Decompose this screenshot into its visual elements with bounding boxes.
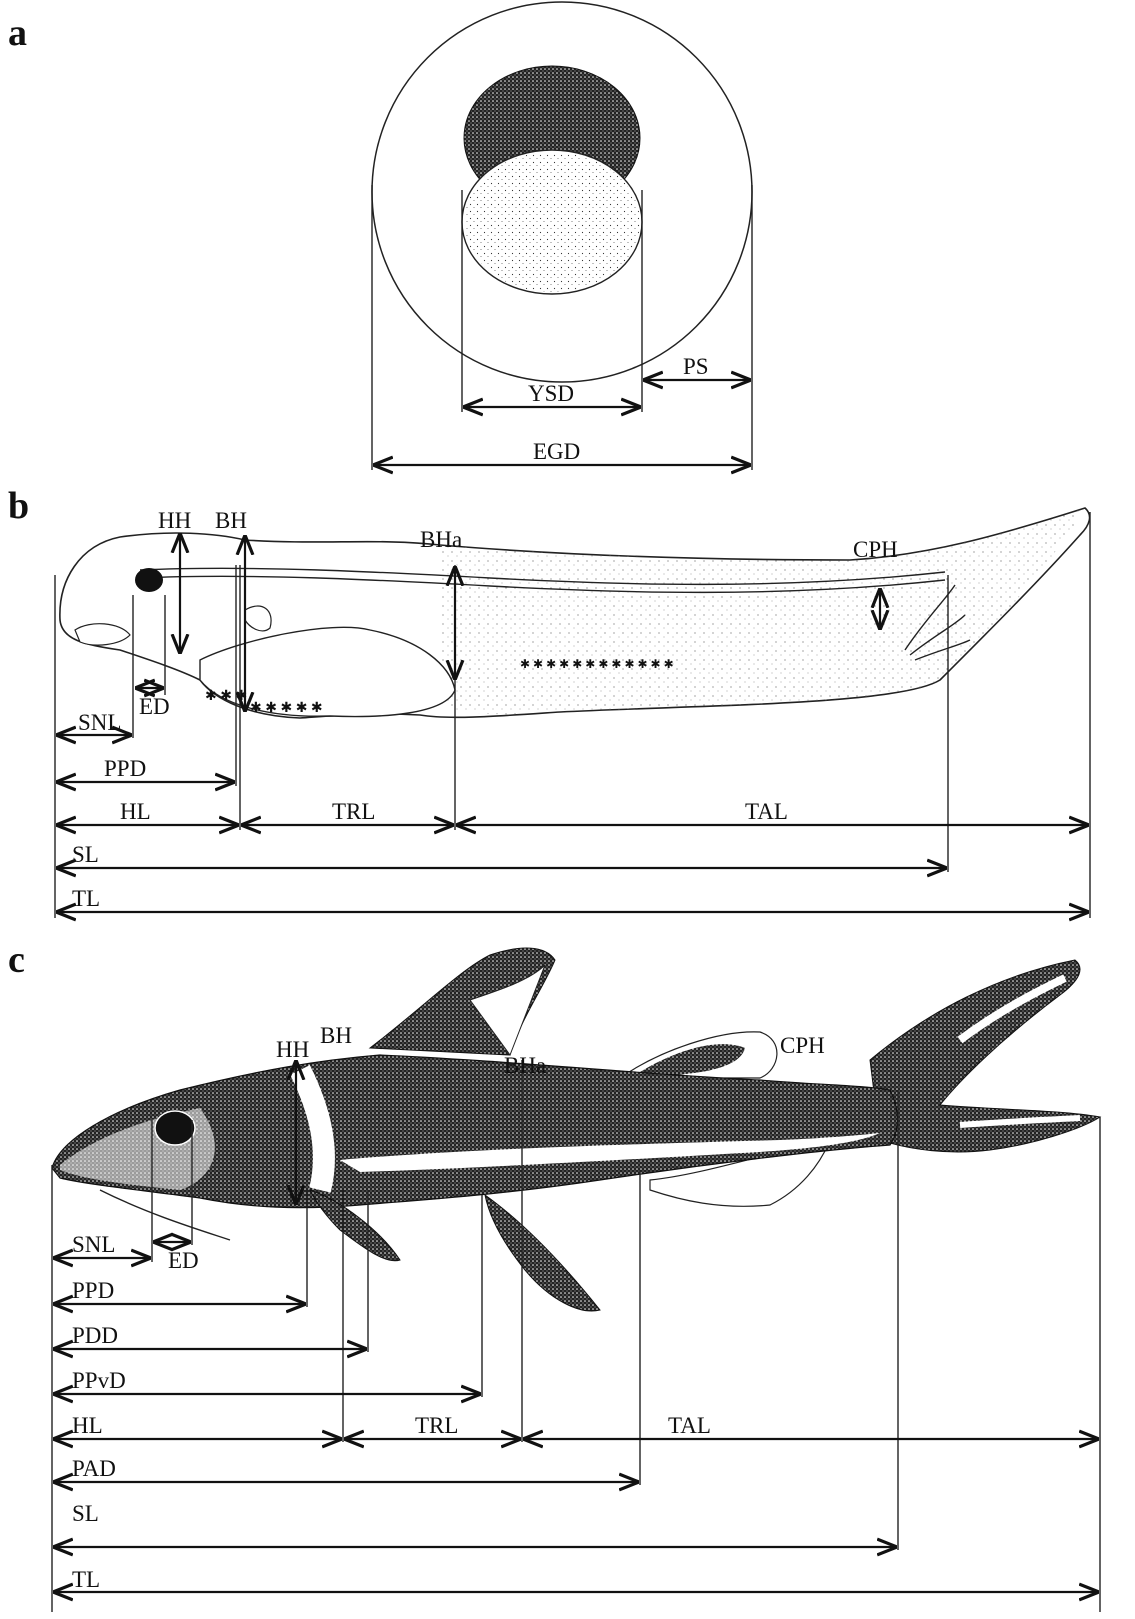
label-bh: BH: [215, 508, 247, 533]
label-ed: ED: [139, 694, 170, 719]
label-tal: TAL: [745, 799, 788, 824]
label-snl: SNL: [78, 710, 121, 735]
svg-text:✱ ✱ ✱ ✱ ✱: ✱ ✱ ✱ ✱ ✱: [250, 701, 323, 716]
label-hh: HH: [158, 508, 191, 533]
label-tal: TAL: [668, 1413, 711, 1438]
panel-a: a PS YSD EGD: [8, 2, 752, 470]
panel-letter-c: c: [8, 939, 25, 981]
label-ysd: YSD: [528, 381, 574, 406]
panel-letter-b: b: [8, 485, 29, 527]
label-hh: HH: [276, 1037, 309, 1062]
juvenile-illustration: [52, 948, 1100, 1311]
label-tl: TL: [72, 1567, 100, 1592]
label-cph: CPH: [780, 1033, 825, 1058]
label-bh: BH: [320, 1023, 352, 1048]
egg-illustration: [372, 2, 752, 382]
melanophore-cluster: ✱ ✱ ✱: [205, 689, 247, 704]
label-ppvd: PPvD: [72, 1368, 126, 1393]
label-bha: BHa: [420, 527, 462, 552]
label-hl: HL: [120, 799, 151, 824]
svg-text:✱ ✱ ✱ ✱ ✱ ✱ ✱ ✱ ✱ ✱ ✱ ✱: ✱ ✱ ✱ ✱ ✱ ✱ ✱ ✱ ✱ ✱ ✱ ✱: [520, 657, 674, 671]
label-egd: EGD: [533, 439, 580, 464]
pelvic-fin: [485, 1195, 600, 1311]
panel-letter-a: a: [8, 12, 27, 54]
label-sl: SL: [72, 842, 99, 867]
label-bha: BHa: [504, 1053, 546, 1078]
larva-illustration: ✱ ✱ ✱ ✱ ✱ ✱ ✱ ✱ ✱ ✱ ✱ ✱ ✱ ✱ ✱ ✱ ✱ ✱ ✱ ✱: [60, 508, 1090, 718]
label-ppd: PPD: [104, 756, 146, 781]
panel-c: c: [8, 939, 1100, 1612]
yolk-stipple: [464, 152, 640, 292]
larva-eye: [135, 568, 163, 592]
label-ps: PS: [683, 354, 709, 379]
juvenile-eye: [155, 1111, 195, 1145]
label-sl: SL: [72, 1501, 99, 1526]
label-pad: PAD: [72, 1456, 116, 1481]
panel-b: b ✱ ✱ ✱ ✱ ✱ ✱ ✱ ✱ ✱ ✱ ✱ ✱ ✱ ✱ ✱ ✱ ✱ ✱ ✱ …: [8, 485, 1090, 918]
label-hl: HL: [72, 1413, 103, 1438]
label-tl: TL: [72, 886, 100, 911]
label-cph: CPH: [853, 537, 898, 562]
finfold-stipple: [440, 508, 1085, 714]
label-snl: SNL: [72, 1232, 115, 1257]
label-ed: ED: [168, 1248, 199, 1273]
label-ppd: PPD: [72, 1278, 114, 1303]
label-trl: TRL: [415, 1413, 458, 1438]
label-trl: TRL: [332, 799, 375, 824]
label-pdd: PDD: [72, 1323, 118, 1348]
